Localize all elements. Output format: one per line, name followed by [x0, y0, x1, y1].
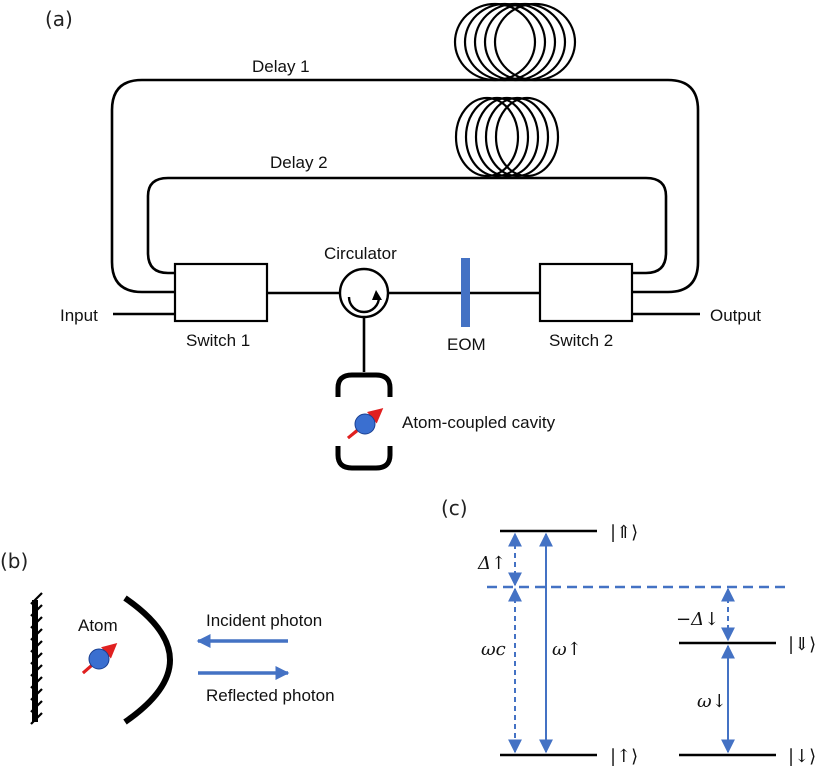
delay2-fiber	[146, 176, 668, 275]
switch2-label: Switch 2	[549, 331, 613, 350]
switch1-label: Switch 1	[186, 331, 250, 350]
fiber-coil-delay1	[453, 2, 577, 82]
atom-icon	[82, 643, 118, 675]
circulator	[338, 267, 390, 319]
panel-label-c: (c)	[441, 496, 468, 520]
delta-up-label: Δ↑	[477, 553, 506, 574]
ket-up-ground: |↑⟩	[610, 746, 638, 767]
ket-up-excited: |⇑⟩	[610, 522, 638, 543]
circulator-arrow-icon	[347, 296, 381, 314]
output-label: Output	[710, 306, 761, 325]
panel-label-b: (b)	[0, 549, 28, 573]
minus-delta-down-label: −Δ↓	[676, 609, 719, 630]
delay2-label: Delay 2	[270, 153, 328, 172]
fiber-coil-delay2	[454, 96, 560, 178]
ket-down-ground: |↓⟩	[788, 746, 816, 767]
delay1-label: Delay 1	[252, 57, 310, 76]
omega-down-label: ω↓	[697, 691, 727, 712]
circulator-arrowhead-icon	[372, 290, 382, 300]
switch-2	[538, 262, 634, 323]
cavity-label: Atom-coupled cavity	[402, 413, 556, 432]
cavity-atom-icon	[347, 408, 384, 440]
atom-coupled-cavity	[335, 372, 393, 471]
reflected-photon-label: Reflected photon	[206, 686, 335, 705]
circulator-label: Circulator	[324, 244, 397, 263]
omega-c-label: ωc	[481, 639, 506, 660]
ket-down-excited: |⇓⟩	[788, 634, 816, 655]
input-label: Input	[60, 306, 98, 325]
eom-label: EOM	[447, 335, 486, 354]
curved-mirror-icon	[123, 595, 173, 725]
switch-1	[173, 262, 269, 323]
delay1-fiber	[110, 78, 700, 294]
mirror-icon	[30, 592, 43, 725]
omega-up-label: ω↑	[552, 639, 582, 660]
eom	[461, 258, 470, 327]
panel-label-a: (a)	[45, 7, 73, 31]
incident-photon-label: Incident photon	[206, 611, 322, 630]
atom-label: Atom	[78, 616, 118, 635]
